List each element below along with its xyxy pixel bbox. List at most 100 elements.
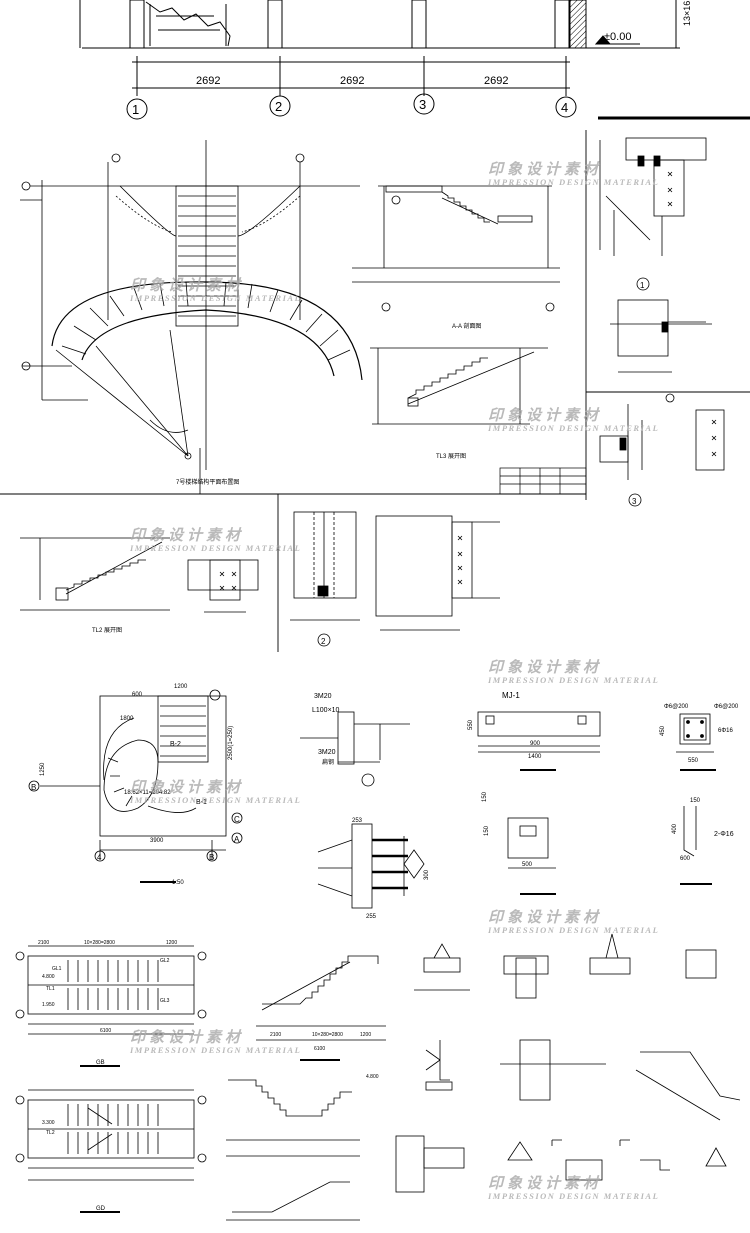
plan-caption-gd: GD — [96, 1206, 106, 1212]
plan-gl1: GL1 — [52, 966, 62, 972]
stair-elev-2100: 2100 — [270, 1032, 281, 1038]
mj1-dim-900: 900 — [530, 741, 541, 747]
col-a-dim-550: 550 — [688, 758, 699, 764]
labels: 2692 2692 2692 1 2 3 4 ±0.00 13×16 7号楼梯结… — [31, 1, 739, 1212]
dim-top-2: 2692 — [340, 75, 364, 87]
watermark-cn: 印象设计素材 — [488, 660, 603, 676]
watermark-en: IMPRESSION DESIGN MATERIAL — [130, 1045, 302, 1055]
tl2-caption: TL2 展开图 — [92, 627, 122, 634]
node-label-2: 2 — [321, 637, 326, 646]
spiral-dim-3900: 3900 — [150, 838, 164, 844]
dim-top-1: 2692 — [196, 75, 220, 87]
watermark-cn: 印象设计素材 — [130, 780, 245, 796]
section-aa-caption: A-A 剖面图 — [452, 322, 481, 330]
col-b-dim-150: 150 — [690, 798, 701, 804]
spiral-axis-b-left: B — [31, 783, 36, 792]
spiral-dim-1200: 1200 — [174, 684, 188, 690]
bolt-angle: L100×10 — [312, 707, 340, 714]
plan-dim-1200: 1200 — [166, 940, 177, 946]
stair-elev-top: 4.800 — [366, 1074, 379, 1080]
watermark-en: IMPRESSION DESIGN MATERIAL — [488, 1191, 660, 1201]
plan-elev-1: 4.800 — [42, 974, 55, 980]
lower-plans — [15, 945, 207, 1213]
col-a-dim-450: 450 — [660, 725, 666, 736]
spiral-axis-b-bottom: B — [209, 853, 214, 862]
elevation-zero: ±0.00 — [604, 31, 631, 43]
watermark-cn: 印象设计素材 — [488, 1176, 603, 1192]
spiral-dim-1800: 1800 — [120, 716, 134, 722]
watermark-en: IMPRESSION DESIGN MATERIAL — [488, 423, 660, 433]
watermark-en: IMPRESSION DESIGN MATERIAL — [130, 795, 302, 805]
base-dim-255: 255 — [366, 914, 377, 920]
node-label-1: 1 — [640, 281, 645, 290]
col-b-dim-600: 600 — [680, 856, 691, 862]
watermark-en: IMPRESSION DESIGN MATERIAL — [130, 293, 302, 303]
beam-b1: B-1 — [196, 799, 207, 806]
spiral-dim-2500: 2500(1=250) — [228, 726, 234, 760]
base-dim-500: 500 — [522, 862, 533, 868]
beam-b2: B-2 — [170, 741, 181, 748]
mj1-plate — [477, 711, 601, 895]
col-b-rebar: 2-Φ16 — [714, 831, 734, 838]
watermark-cn: 印象设计素材 — [488, 162, 603, 178]
watermark-cn: 印象设计素材 — [488, 408, 603, 424]
plan-caption-gb: GB — [96, 1060, 105, 1066]
stair-elev-steps: 10×280=2800 — [312, 1032, 343, 1038]
mj1-dim-1400: 1400 — [528, 754, 542, 760]
column-sections — [676, 713, 716, 885]
watermark-en: IMPRESSION DESIGN MATERIAL — [130, 543, 302, 553]
mj1-label: MJ-1 — [502, 691, 520, 700]
watermark-cn: 印象设计素材 — [130, 1030, 245, 1046]
section-aa — [352, 185, 560, 312]
mj1-dim-150: 150 — [484, 825, 490, 836]
watermark-en: IMPRESSION DESIGN MATERIAL — [488, 177, 660, 187]
watermark-cn: 印象设计素材 — [130, 278, 245, 294]
bolt-3m20-bottom: 3M20 — [318, 749, 336, 756]
dim-top-3: 2692 — [484, 75, 508, 87]
stair-elev-6100: 6100 — [314, 1046, 325, 1052]
plan-caption: 7号楼梯结构平面布置图 — [176, 478, 239, 486]
col-a-rebar: 6Φ16 — [718, 728, 733, 734]
plan-tl1: TL1 — [46, 986, 55, 992]
col-a-stirrup-1: Φ6@200 — [664, 704, 689, 710]
col-b-dim-400: 400 — [672, 823, 678, 834]
plan-elev-3: 1.950 — [42, 1002, 55, 1008]
spiral-axis-c: C — [234, 815, 240, 824]
stair-plan — [20, 140, 363, 494]
stair-elevations — [226, 955, 386, 1221]
detail-2 — [290, 511, 500, 647]
plan-dim-6100: 6100 — [100, 1028, 111, 1034]
vertical-note: 13×16 — [682, 1, 692, 26]
stair-elev-1200: 1200 — [360, 1032, 371, 1038]
watermark-cn: 印象设计素材 — [130, 528, 245, 544]
spiral-scale: 1:50 — [172, 880, 184, 886]
spiral-stair-plan — [28, 689, 243, 883]
bolt-flat: 扁钢 — [322, 758, 334, 766]
tl2-elevation — [20, 537, 259, 613]
node-label-3: 3 — [632, 497, 637, 506]
tl3-caption: TL3 展开图 — [436, 453, 466, 460]
axis-4: 4 — [561, 100, 568, 115]
plan-gl3: GL3 — [160, 998, 170, 1004]
small-details — [395, 933, 741, 1193]
mj1-dim-550: 550 — [468, 719, 474, 730]
connection-details-right — [599, 137, 725, 507]
watermark-en: IMPRESSION DESIGN MATERIAL — [488, 925, 660, 935]
base-dim-300: 300 — [424, 869, 430, 880]
panel-frames — [0, 116, 750, 652]
bolt-detail — [300, 711, 410, 787]
plan-dim-2100: 2100 — [38, 940, 49, 946]
base-dim-253: 253 — [352, 818, 363, 824]
spiral-axis-4: 4 — [97, 853, 102, 862]
spiral-dim-1250: 1250 — [40, 762, 46, 776]
axis-3: 3 — [419, 97, 426, 112]
